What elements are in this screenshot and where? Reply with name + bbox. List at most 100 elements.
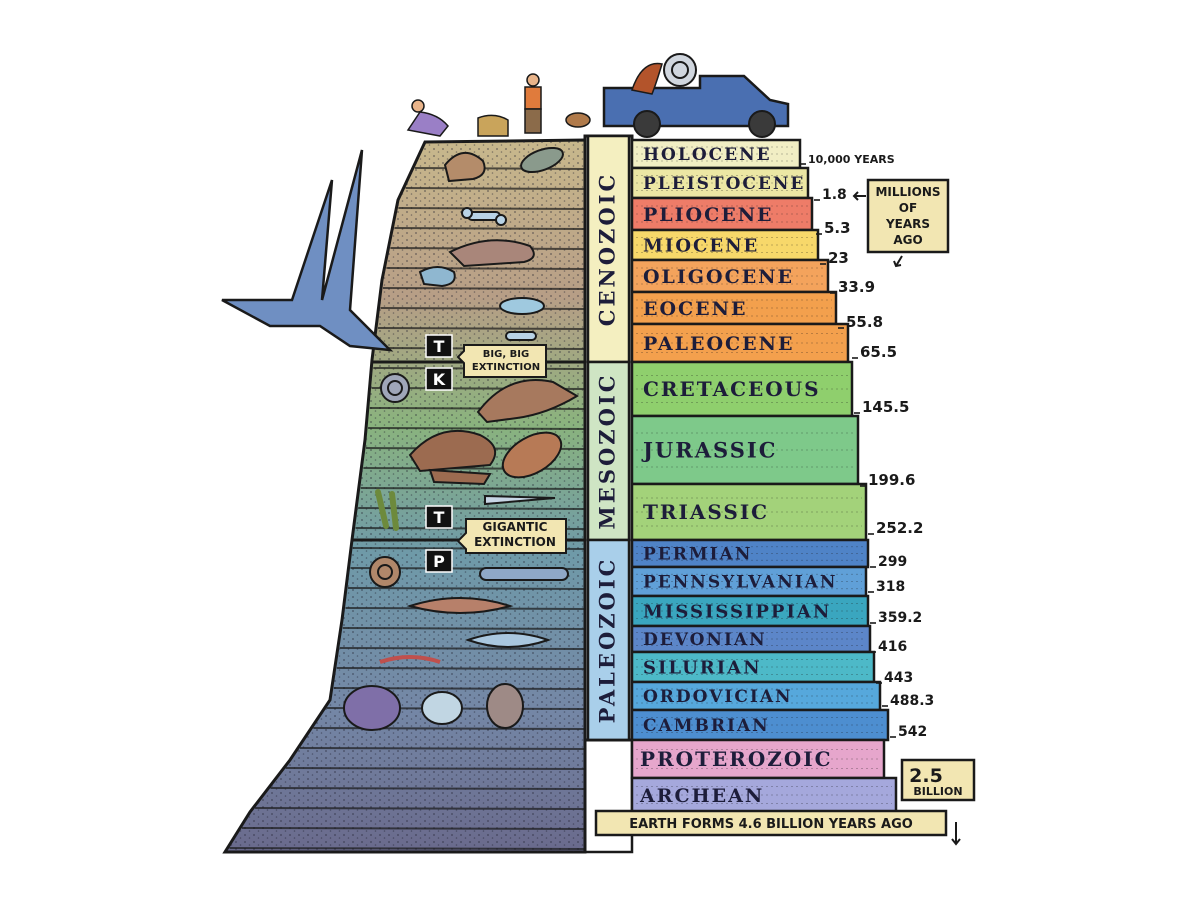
period-band-pennsylvanian: PENNSYLVANIAN [630, 565, 868, 598]
period-band-pliocene: PLIOCENE [630, 196, 814, 232]
kt-extinction-marker: T K BIG, BIG EXTINCTION [425, 334, 547, 391]
svg-text:P: P [433, 552, 445, 571]
age-label: 416 [878, 639, 907, 655]
age-boundary: 318 [868, 579, 905, 595]
svg-text:T: T [434, 508, 445, 527]
age-label: 23 [828, 249, 849, 267]
age-boundary: 23 [820, 249, 849, 267]
fossil-bone-icon [505, 331, 537, 341]
era-label: MESOZOIC [595, 373, 620, 530]
period-label: CRETACEOUS [643, 377, 821, 401]
period-band-ordovician: ORDOVICIAN [630, 680, 882, 712]
age-label: 252.2 [876, 519, 923, 537]
period-label: MIOCENE [643, 235, 759, 256]
age-boundary: 299 [870, 554, 907, 570]
period-band-permian: PERMIAN [630, 538, 870, 569]
arrow-down-icon [893, 255, 903, 268]
age-boundary: 33.9 [830, 278, 875, 296]
age-boundary: 443 [876, 670, 913, 686]
boundary-letter-badge [425, 549, 453, 573]
pterosaur-icon [221, 149, 394, 352]
fossil-leaf-icon [501, 431, 563, 479]
ammonite-icon [380, 373, 410, 403]
age-boundary: 488.3 [882, 693, 934, 709]
age-label: 488.3 [890, 693, 934, 709]
period-label: PALEOCENE [643, 333, 795, 355]
period-band-silurian: SILURIAN [630, 650, 876, 684]
fossil-skull-icon [418, 266, 456, 288]
age-label: 10,000 YEARS [808, 153, 895, 166]
age-label: 318 [876, 579, 905, 595]
arrow-left-icon [852, 191, 866, 201]
pt-extinction-marker: T P GIGANTIC EXTINCTION [425, 505, 567, 573]
period-band-devonian: DEVONIAN [630, 624, 872, 654]
fossil-plant-icon [631, 62, 663, 95]
dog-icon [477, 114, 509, 137]
svg-text:T: T [434, 337, 445, 356]
age-label: 443 [884, 670, 913, 686]
period-bands: HOLOCENE PLEISTOCENE PLIOCENE MIOCENE OLIGOC… [630, 138, 898, 814]
age-labels: 10,000 YEARS1.85.32333.955.865.5145.5199… [800, 153, 934, 740]
arrow-down-icon [951, 822, 961, 846]
period-band-oligocene: OLIGOCENE [630, 258, 830, 294]
period-band-eocene: EOCENE [630, 290, 838, 326]
period-band-jurassic: JURASSIC [630, 414, 860, 486]
billion-years-box: 2.5 BILLION [900, 758, 976, 802]
period-label: HOLOCENE [643, 145, 772, 165]
period-band-cretaceous: CRETACEOUS [630, 360, 854, 418]
age-label: 5.3 [824, 219, 851, 237]
age-boundary: 416 [870, 639, 907, 655]
period-band-holocene: HOLOCENE [630, 138, 802, 170]
era-mesozoic: MESOZOIC [586, 360, 631, 542]
svg-text:EXTINCTION: EXTINCTION [472, 362, 540, 373]
period-label: PROTEROZOIC [640, 747, 833, 771]
earth-forms-banner: EARTH FORMS 4.6 BILLION YEARS AGO [594, 809, 948, 837]
boundary-letter-badge [425, 367, 453, 391]
age-label: 199.6 [868, 471, 915, 489]
fossil-leaf-icon [520, 146, 564, 174]
dinosaur-skull-icon [476, 379, 579, 424]
period-band-mississippian: MISSISSIPPIAN [630, 594, 870, 628]
period-label: TRIASSIC [643, 500, 769, 524]
svg-text:EXTINCTION: EXTINCTION [474, 535, 556, 549]
age-label: 33.9 [838, 278, 875, 296]
boundary-letter-badge [425, 505, 453, 529]
svg-text:2.5: 2.5 [909, 765, 943, 787]
fossil-fish-icon [499, 297, 545, 315]
age-boundary: 542 [890, 724, 927, 740]
pickup-truck-icon [602, 74, 790, 138]
era-label: PALEOZOIC [595, 557, 620, 724]
period-label: PENNSYLVANIAN [643, 573, 837, 593]
age-label: 359.2 [878, 610, 922, 626]
trilobite-icon [343, 685, 401, 731]
age-boundary: 10,000 YEARS [800, 153, 895, 166]
crinoid-fossil-icon [479, 567, 569, 581]
period-label: PLEISTOCENE [643, 174, 805, 194]
period-band-triassic: TRIASSIC [630, 482, 868, 542]
period-label: DEVONIAN [643, 630, 767, 650]
age-label: 1.8 [822, 187, 847, 203]
period-label: OLIGOCENE [643, 266, 794, 288]
period-label: PLIOCENE [643, 204, 774, 226]
period-band-proterozoic: PROTEROZOIC [630, 738, 886, 780]
brachiopod-icon [421, 691, 463, 725]
rabbit-icon [565, 112, 591, 128]
age-boundary: 359.2 [870, 610, 922, 626]
age-boundary: 252.2 [868, 519, 923, 537]
period-band-paleocene: PALEOCENE [630, 322, 850, 364]
fern-fossil-icon [375, 489, 399, 531]
period-label: EOCENE [643, 298, 748, 320]
svg-text:MILLIONS: MILLIONS [875, 185, 940, 199]
era-cenozoic: CENOZOIC [586, 134, 631, 364]
age-boundary: 145.5 [854, 398, 909, 416]
ammonite-icon [663, 53, 697, 87]
age-label: 145.5 [862, 398, 909, 416]
age-label: 55.8 [846, 313, 883, 331]
era-paleozoic: PALEOZOIC [586, 538, 631, 742]
age-boundary: 5.3 [816, 219, 851, 237]
svg-text:YEARS: YEARS [885, 217, 930, 231]
age-boundary: 1.8 [814, 187, 847, 203]
trilobite-icon [486, 683, 524, 729]
